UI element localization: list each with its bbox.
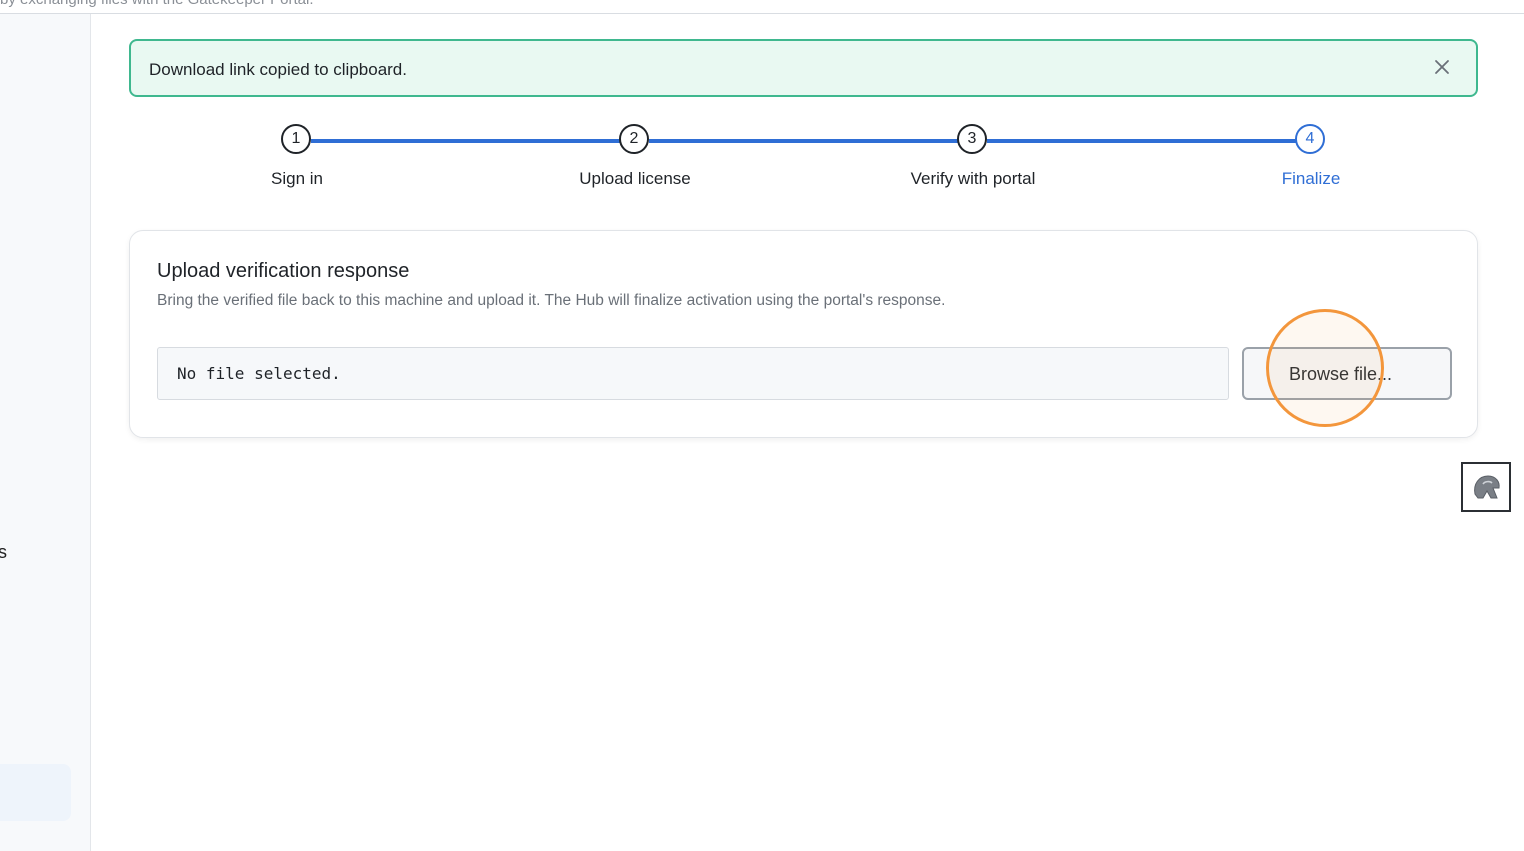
card-title: Upload verification response (157, 260, 410, 282)
assistant-widget-button[interactable] (1461, 462, 1511, 512)
file-path-field[interactable]: No file selected. (157, 347, 1229, 400)
sidebar-item-active[interactable] (0, 764, 71, 821)
step-3-circle: 3 (957, 124, 987, 154)
browse-button-label: Browse file... (1289, 364, 1393, 384)
step-3-label: Verify with portal (910, 169, 1036, 188)
step-connector (649, 139, 958, 143)
alert-message: Download link copied to clipboard. (149, 60, 407, 79)
step-connector (987, 139, 1297, 143)
success-alert: Download link copied to clipboard. (129, 39, 1478, 97)
step-1-circle: 1 (281, 124, 311, 154)
card-description: Bring the verified file back to this mac… (157, 292, 946, 309)
step-4-label: Finalize (1281, 169, 1341, 188)
browse-file-button[interactable]: Browse file... (1242, 347, 1452, 400)
file-status-text: No file selected. (177, 364, 341, 383)
sidebar-item-label[interactable]: s (0, 542, 7, 562)
close-icon[interactable] (1430, 55, 1454, 79)
helmet-icon (1474, 475, 1500, 499)
step-4-circle: 4 (1295, 124, 1325, 154)
step-1-label: Sign in (271, 169, 323, 188)
step-2-circle: 2 (619, 124, 649, 154)
upload-response-card: Upload verification response Bring the v… (129, 230, 1478, 438)
step-2-label: Upload license (579, 169, 691, 188)
step-connector (311, 139, 620, 143)
sidebar: s (0, 14, 91, 851)
